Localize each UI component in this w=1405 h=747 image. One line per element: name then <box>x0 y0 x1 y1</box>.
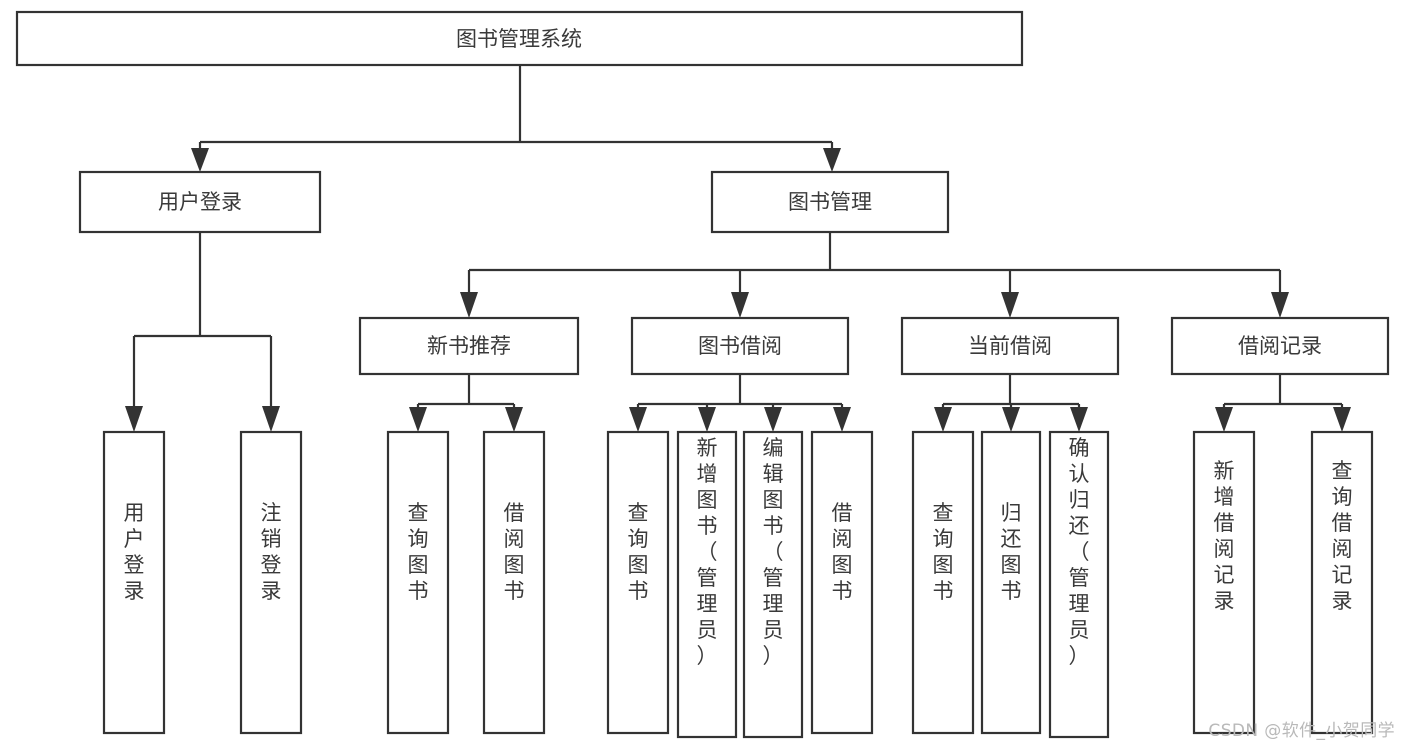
arrow-current-borrow-leaf-3-icon <box>1070 407 1088 432</box>
leaf-user-login-2-label: 注销登录 <box>261 501 282 603</box>
leaf-book-borrow-1[interactable]: 查询图书 <box>606 430 670 735</box>
node-root[interactable]: 图书管理系统 <box>15 10 1024 67</box>
arrow-user-login-leaf-1-icon <box>125 406 143 432</box>
node-root-label: 图书管理系统 <box>456 27 582 51</box>
arrow-to-new-book-rec-icon <box>460 292 478 318</box>
node-book-borrow[interactable]: 图书借阅 <box>630 316 850 376</box>
leaf-user-login-2-box[interactable] <box>239 430 303 735</box>
leaf-book-borrow-2-box[interactable] <box>676 430 738 739</box>
node-book-borrow-box[interactable] <box>630 316 850 376</box>
node-user-login[interactable]: 用户登录 <box>78 170 322 234</box>
node-current-borrow-box[interactable] <box>900 316 1120 376</box>
arrow-borrow-record-leaf-1-icon <box>1215 407 1233 432</box>
node-new-book-rec-box[interactable] <box>358 316 580 376</box>
leaf-user-login-1[interactable]: 用户登录 <box>102 430 166 735</box>
leaf-book-borrow-1-box[interactable] <box>606 430 670 735</box>
leaf-user-login-1-box[interactable] <box>102 430 166 735</box>
leaf-new-book-rec-1-box[interactable] <box>386 430 450 735</box>
leaf-current-borrow-1[interactable]: 查询图书 <box>911 430 975 735</box>
leaf-new-book-rec-1[interactable]: 查询图书 <box>386 430 450 735</box>
arrow-current-borrow-leaf-2-icon <box>1002 407 1020 432</box>
leaf-current-borrow-2-box[interactable] <box>980 430 1042 735</box>
leaf-borrow-record-2[interactable]: 查询借阅记录 <box>1310 430 1374 735</box>
arrow-new-book-rec-leaf-2-icon <box>505 407 523 432</box>
arrow-book-borrow-leaf-3-icon <box>764 407 782 432</box>
node-user-login-label: 用户登录 <box>158 190 242 214</box>
arrow-borrow-record-leaf-2-icon <box>1333 407 1351 432</box>
arrow-new-book-rec-leaf-1-icon <box>409 407 427 432</box>
node-borrow-record-box[interactable] <box>1170 316 1390 376</box>
leaf-current-borrow-2[interactable]: 归还图书 <box>980 430 1042 735</box>
arrow-book-borrow-leaf-1-icon <box>629 407 647 432</box>
leaf-book-borrow-2-label: 新增图书（管理员） <box>697 436 718 668</box>
leaf-user-login-1-label: 用户登录 <box>124 501 145 603</box>
arrow-root-to-user-login-icon <box>191 148 209 172</box>
leaf-current-borrow-1-box[interactable] <box>911 430 975 735</box>
leaf-book-borrow-4-label: 借阅图书 <box>832 501 853 603</box>
leaf-borrow-record-1-label: 新增借阅记录 <box>1214 459 1235 613</box>
leaf-new-book-rec-2[interactable]: 借阅图书 <box>482 430 546 735</box>
arrow-to-current-borrow-icon <box>1001 292 1019 318</box>
node-book-borrow-label: 图书借阅 <box>698 334 782 358</box>
leaf-new-book-rec-1-label: 查询图书 <box>408 501 429 603</box>
node-user-login-box[interactable] <box>78 170 322 234</box>
leaf-book-borrow-3-box[interactable] <box>742 430 804 739</box>
leaf-current-borrow-3-box[interactable] <box>1048 430 1110 739</box>
node-current-borrow-label: 当前借阅 <box>968 334 1052 358</box>
leaf-book-borrow-4-box[interactable] <box>810 430 874 735</box>
node-book-manage-label: 图书管理 <box>788 190 872 214</box>
node-current-borrow[interactable]: 当前借阅 <box>900 316 1120 376</box>
node-book-manage-box[interactable] <box>710 170 950 234</box>
arrow-book-borrow-leaf-2-icon <box>698 407 716 432</box>
node-new-book-rec-label: 新书推荐 <box>427 334 511 358</box>
node-new-book-rec[interactable]: 新书推荐 <box>358 316 580 376</box>
leaf-new-book-rec-2-box[interactable] <box>482 430 546 735</box>
arrow-to-book-borrow-icon <box>731 292 749 318</box>
node-borrow-record[interactable]: 借阅记录 <box>1170 316 1390 376</box>
node-root-box[interactable] <box>15 10 1024 67</box>
leaf-book-borrow-3[interactable]: 编辑图书（管理员） <box>742 430 804 739</box>
leaf-current-borrow-2-label: 归还图书 <box>1001 501 1022 603</box>
arrow-root-to-book-manage-icon <box>823 148 841 172</box>
node-borrow-record-label: 借阅记录 <box>1238 334 1322 358</box>
leaf-borrow-record-2-box[interactable] <box>1310 430 1374 735</box>
leaf-book-borrow-1-label: 查询图书 <box>628 501 649 603</box>
leaf-book-borrow-3-label: 编辑图书（管理员） <box>763 436 784 668</box>
leaf-borrow-record-2-label: 查询借阅记录 <box>1332 459 1353 613</box>
leaf-book-borrow-2[interactable]: 新增图书（管理员） <box>676 430 738 739</box>
leaf-borrow-record-1[interactable]: 新增借阅记录 <box>1192 430 1256 735</box>
arrow-to-borrow-record-icon <box>1271 292 1289 318</box>
leaf-book-borrow-4[interactable]: 借阅图书 <box>810 430 874 735</box>
leaf-current-borrow-1-label: 查询图书 <box>933 501 954 603</box>
leaf-new-book-rec-2-label: 借阅图书 <box>504 501 525 603</box>
leaf-current-borrow-3-label: 确认归还（管理员） <box>1069 436 1090 668</box>
arrow-book-borrow-leaf-4-icon <box>833 407 851 432</box>
arrow-current-borrow-leaf-1-icon <box>934 407 952 432</box>
arrow-user-login-leaf-2-icon <box>262 406 280 432</box>
connector-layer <box>125 65 1351 432</box>
leaf-current-borrow-3[interactable]: 确认归还（管理员） <box>1048 430 1110 739</box>
node-book-manage[interactable]: 图书管理 <box>710 170 950 234</box>
leaf-user-login-2[interactable]: 注销登录 <box>239 430 303 735</box>
leaf-borrow-record-1-box[interactable] <box>1192 430 1256 735</box>
